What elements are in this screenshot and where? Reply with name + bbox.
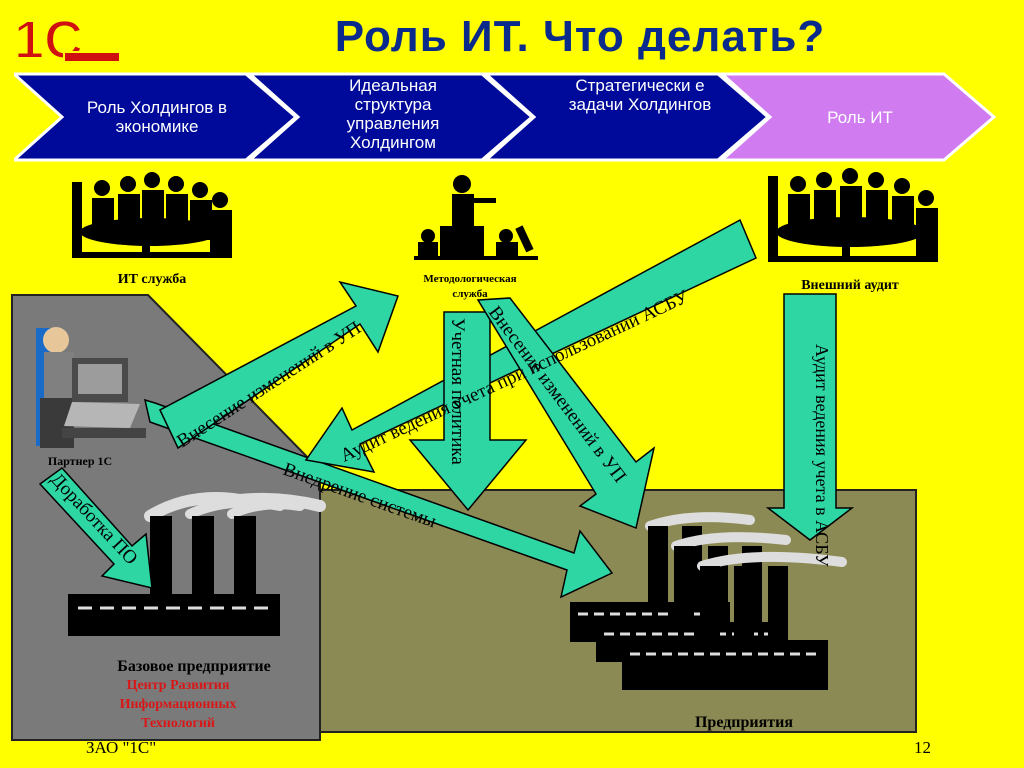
arrow-policy xyxy=(408,311,528,512)
1c-logo: 1С xyxy=(13,9,121,70)
arrow-audit-right-label: Аудит ведения учета в АСБУ xyxy=(812,344,832,567)
footer-page-number: 12 xyxy=(914,738,931,757)
method-service-label: Методологическая служба xyxy=(423,273,517,300)
external-audit-label: Внешний аудит xyxy=(801,278,899,293)
base-factory-icon xyxy=(68,492,326,636)
arrow-policy-label: Учетная политика xyxy=(447,318,468,465)
enterprise-factories-icon xyxy=(570,512,847,690)
arrow-software xyxy=(38,466,153,589)
it-service-label: ИТ служба xyxy=(117,272,187,287)
enterprises-label: Предприятия xyxy=(694,714,794,731)
process-step-3-label: Стратегически е задачи Холдингов xyxy=(568,76,712,114)
base-enterprise-subtitle: Центр Развития Информационных Технологий xyxy=(119,678,237,731)
process-step-4-label: Роль ИТ xyxy=(827,108,893,127)
chevron-2 xyxy=(246,72,535,162)
chevron-1 xyxy=(14,72,299,162)
footer-company: ЗАО "1С" xyxy=(86,738,157,757)
page-title: Роль ИТ. Что делать? xyxy=(334,12,826,61)
partner-label: Партнер 1С xyxy=(47,454,113,468)
chevron-4 xyxy=(718,72,997,162)
arrow-implementation xyxy=(143,398,614,599)
process-step-1-label: Роль Холдингов в экономике xyxy=(86,98,228,136)
arrow-changes-down xyxy=(476,297,656,530)
process-chevrons xyxy=(14,72,997,162)
process-step-2-label: Идеальная структура управления Холдингом xyxy=(346,76,440,152)
chevron-3 xyxy=(482,72,771,162)
arrow-changes-up xyxy=(159,280,399,450)
external-audit-group-icon xyxy=(768,168,938,262)
method-service-speaker-icon xyxy=(414,175,538,260)
arrow-audit-right xyxy=(765,293,855,541)
it-service-group-icon xyxy=(72,172,232,258)
base-enterprise-title: Базовое предприятие xyxy=(117,658,271,675)
partner-computer-icon xyxy=(36,327,146,448)
